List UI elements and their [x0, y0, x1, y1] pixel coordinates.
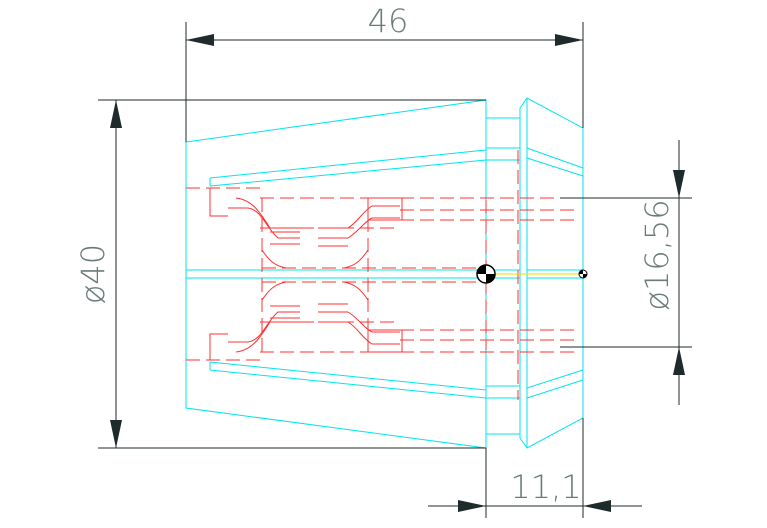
dimension-label-head-length: 11,1: [510, 468, 581, 506]
dimension-overall-length: [185, 22, 584, 142]
dimension-label-bore-diameter: ø16,56: [638, 199, 676, 310]
dimension-bore-diameter: [560, 140, 692, 405]
collet-outline: [185, 97, 584, 449]
hidden-lines: [186, 150, 580, 400]
dimension-outer-diameter: [98, 99, 486, 449]
dimension-label-outer-diameter: ø40: [74, 244, 112, 304]
dimension-label-overall-length: 46: [368, 2, 409, 40]
dimension-head-length: [428, 418, 642, 518]
hidden-details: [209, 188, 403, 360]
centre-mark-small-icon: [578, 269, 588, 279]
centre-mark-icon: [476, 264, 496, 284]
